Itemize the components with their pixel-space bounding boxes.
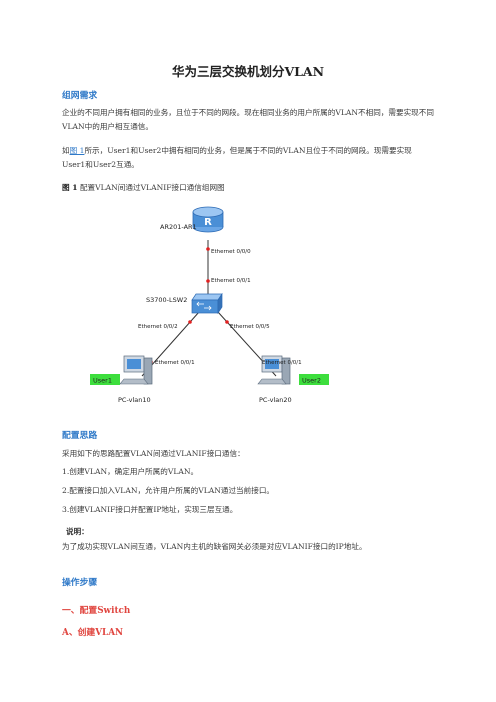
- figure-label: 图 1: [62, 183, 78, 192]
- config-step-1: 1.创建VLAN，确定用户所属的VLAN。: [62, 467, 199, 476]
- pc-left-icon[interactable]: [119, 355, 153, 385]
- page-title: 华为三层交换机划分VLAN: [171, 64, 325, 79]
- requirements-paragraph-1: 企业的不同用户拥有相同的业务，且位于不同的网段。现在相同业务的用户所属的VLAN…: [62, 108, 434, 131]
- switch-icon[interactable]: [191, 292, 223, 315]
- user2-label: User2: [302, 377, 321, 385]
- router-port-label: Ethernet 0/0/0: [211, 249, 251, 255]
- pc-right-port-label: Ethernet 0/0/1: [262, 360, 302, 366]
- config-step-2: 2.配置接口加入VLAN，允许用户所属的VLAN通过当前接口。: [62, 486, 275, 495]
- user1-label: User1: [93, 377, 112, 385]
- pc-right-name-label: PC-vlan20: [259, 396, 292, 404]
- switch-uplink-port-label: Ethernet 0/0/1: [211, 278, 251, 284]
- figure-caption: 图 1 配置VLAN间通过VLANIF接口通信组网图: [62, 182, 225, 193]
- switch-left-port-label: Ethernet 0/0/2: [138, 324, 178, 330]
- switch-name-label: S3700-LSW2: [146, 296, 187, 304]
- pc-left-port-label: Ethernet 0/0/1: [155, 360, 195, 366]
- requirements-p2-suffix: 所示，User1和User2中拥有相同的业务，但是属于不同的VLAN且位于不同的…: [62, 146, 412, 169]
- port-dot-switch-left: [188, 320, 192, 324]
- pc-left-name-label: PC-vlan10: [118, 396, 151, 404]
- user2-badge: [299, 374, 329, 385]
- port-dot-router: [206, 247, 210, 251]
- pc-right-icon[interactable]: [257, 355, 291, 385]
- requirements-heading: 组网需求: [62, 91, 98, 101]
- network-diagram: R AR201-AR1 Ethernet 0/0/0 Ethernet 0/0/…: [90, 206, 329, 404]
- config-step-3: 3.创建VLANIF接口并配置IP地址，实现三层互通。: [62, 505, 238, 514]
- requirements-paragraph-2: 如图 1所示，User1和User2中拥有相同的业务，但是属于不同的VLAN且位…: [62, 144, 434, 172]
- requirements-p2-prefix: 如: [62, 146, 70, 155]
- router-icon[interactable]: R: [192, 206, 224, 233]
- user1-badge: [90, 374, 120, 385]
- port-dot-switch-right: [225, 320, 229, 324]
- router-name-label: AR201-AR1: [160, 223, 197, 231]
- steps-heading: 操作步骤: [62, 578, 98, 588]
- switch-right-port-label: Ethernet 0/0/5: [230, 324, 270, 330]
- note-text: 为了成功实现VLAN间互通，VLAN内主机的缺省网关必须是对应VLANIF接口的…: [62, 542, 367, 551]
- config-heading: 配置思路: [62, 431, 98, 441]
- figure-caption-text: 配置VLAN间通过VLANIF接口通信组网图: [77, 183, 225, 192]
- figure-link[interactable]: 图 1: [69, 146, 85, 155]
- config-intro: 采用如下的思路配置VLAN间通过VLANIF接口通信：: [62, 449, 245, 458]
- svg-text:R: R: [204, 217, 212, 228]
- step1-heading: 一、配置Switch: [62, 606, 131, 616]
- port-dot-switch-up: [206, 279, 210, 283]
- step1-subheading: A、创建VLAN: [62, 628, 124, 638]
- note-label: 说明：: [66, 527, 89, 536]
